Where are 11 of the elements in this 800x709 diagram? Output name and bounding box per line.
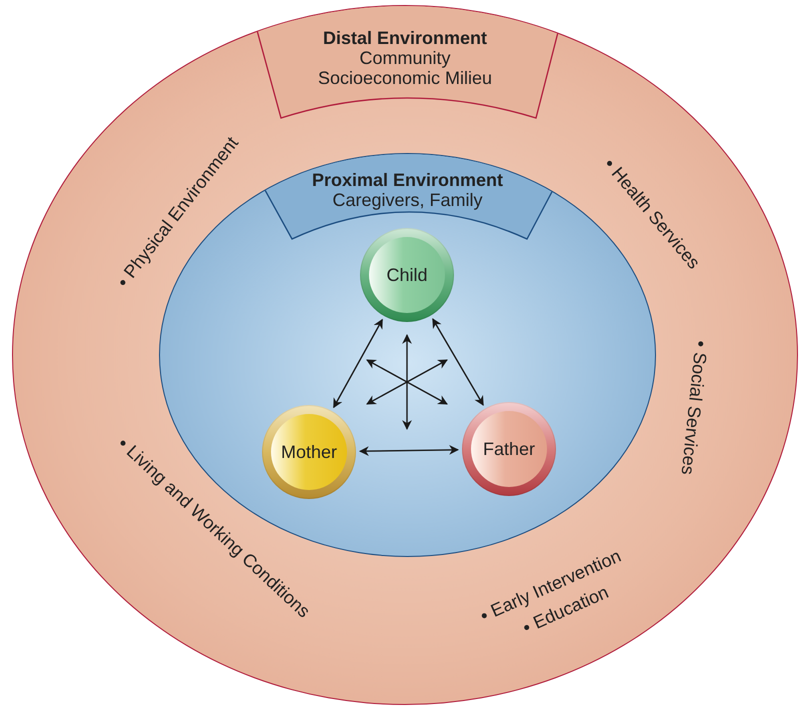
factor-label: Social Services <box>676 351 710 476</box>
person-label: Father <box>482 438 536 460</box>
double-arrow <box>333 318 383 408</box>
person-label: Child <box>386 264 428 286</box>
environment-heading: Distal Environment <box>322 28 488 48</box>
environment-subheading: Socioeconomic Milieu <box>318 68 492 88</box>
environment-heading: Proximal Environment <box>312 170 504 190</box>
environment-subheading: Caregivers, Family <box>332 190 483 210</box>
double-arrow <box>359 445 459 456</box>
environment-subheading: Community <box>359 48 451 68</box>
double-arrow <box>432 318 484 406</box>
